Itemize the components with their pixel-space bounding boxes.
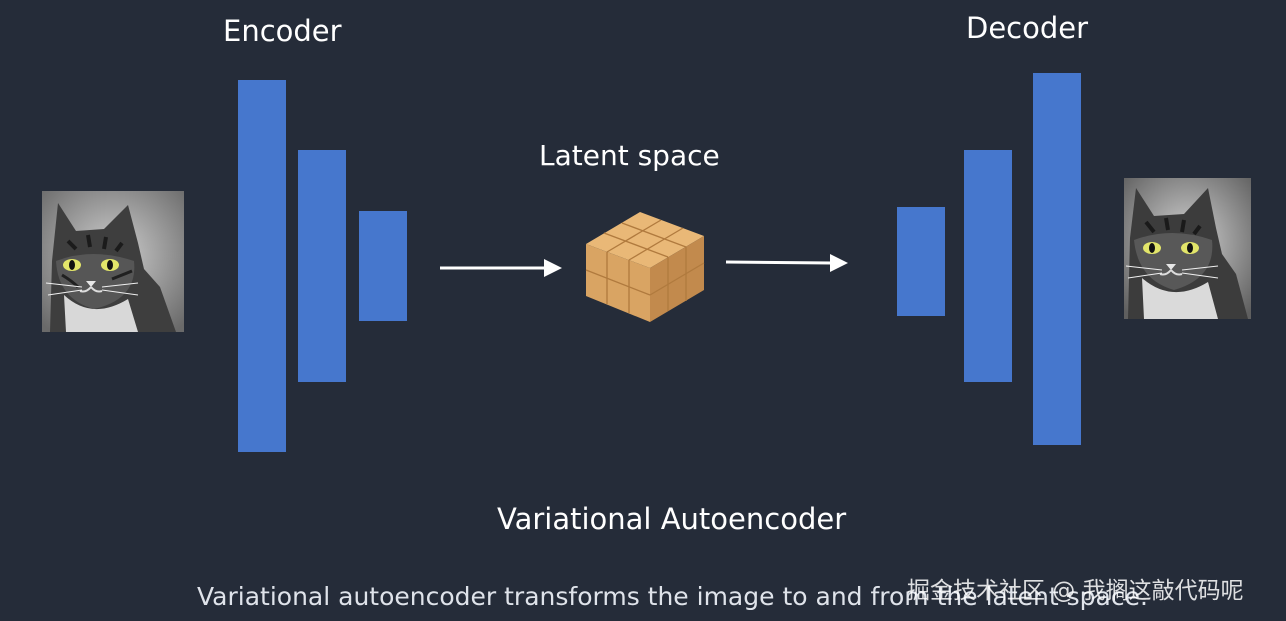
encoder-label: Encoder xyxy=(223,14,342,48)
decoder-layer-2 xyxy=(964,150,1012,382)
encoder-layer-2 xyxy=(298,150,346,382)
diagram-title: Variational Autoencoder xyxy=(497,502,847,536)
caption-text: Variational autoencoder transforms the i… xyxy=(197,582,1148,611)
decoder-layer-1 xyxy=(897,207,945,316)
output-cat-image xyxy=(1124,178,1251,319)
decoder-label: Decoder xyxy=(966,11,1089,45)
arrow-right-icon xyxy=(725,254,848,272)
encoder-layer-1 xyxy=(238,80,286,452)
decoder-layer-3 xyxy=(1033,73,1081,445)
arrow-right-icon xyxy=(440,259,562,277)
encoder-layer-3 xyxy=(359,211,407,321)
watermark-text: 掘金技术社区 @ 我搁这敲代码呢 xyxy=(907,578,1244,604)
cube-icon xyxy=(585,212,705,322)
input-cat-image xyxy=(42,191,184,332)
latent-space-label: Latent space xyxy=(539,139,720,172)
